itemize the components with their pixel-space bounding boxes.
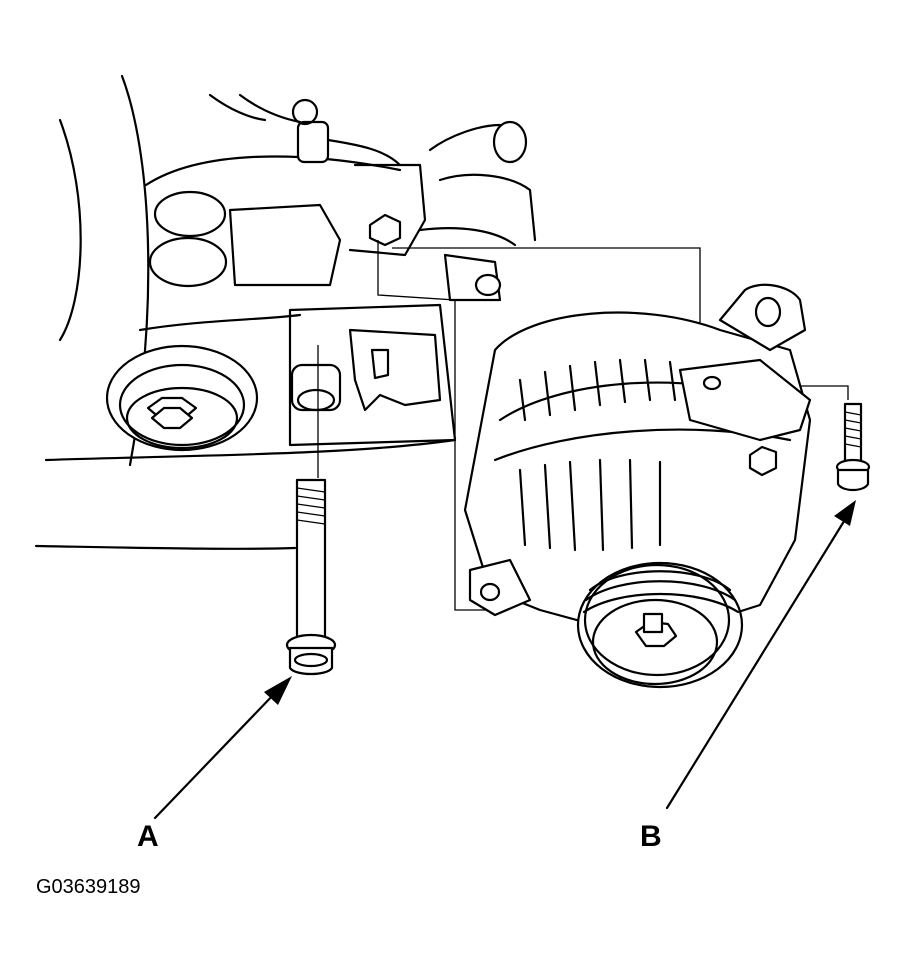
alternator — [463, 283, 812, 689]
bolt-a — [285, 478, 337, 676]
engine-block — [34, 74, 457, 550]
arrow-a — [153, 676, 292, 820]
arrow-b — [665, 500, 856, 810]
figure-id: G03639189 — [36, 876, 141, 898]
mounting-bracket — [288, 213, 457, 447]
hoses — [418, 120, 537, 302]
bolt-b — [835, 402, 871, 492]
callout-label-b: B — [640, 820, 662, 853]
callout-label-a: A — [137, 820, 159, 853]
idler-pulley — [105, 344, 259, 452]
